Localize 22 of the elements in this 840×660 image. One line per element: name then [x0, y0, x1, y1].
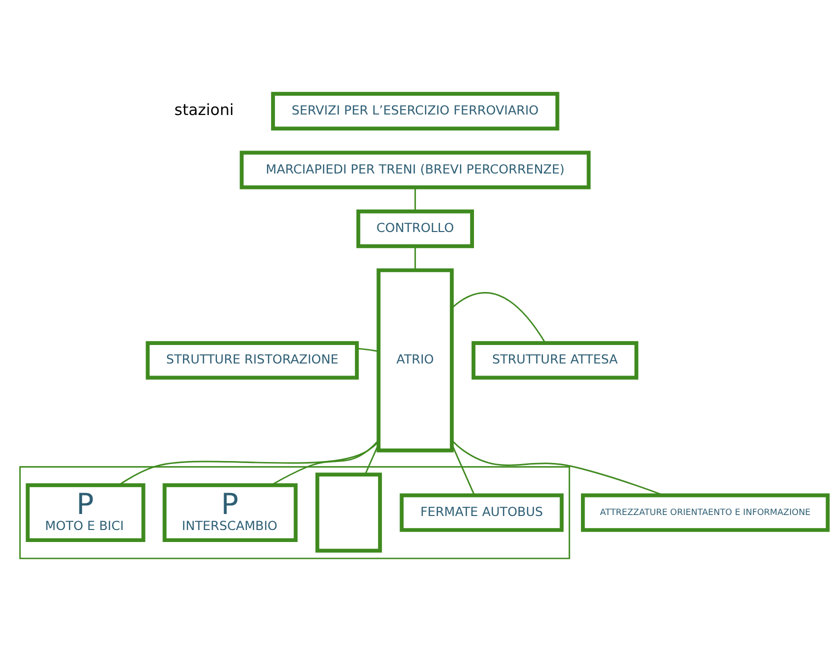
connector	[414, 246, 416, 270]
connector	[364, 444, 380, 475]
node-box: STRUTTURE ATTESA	[472, 341, 638, 380]
connector	[452, 440, 664, 496]
node-box: ATTREZZATURE ORIENTAENTO E INFORMAZIONE	[580, 493, 830, 532]
connector	[414, 187, 416, 212]
connector	[118, 441, 380, 486]
node-box: FERMATE AUTOBUS	[400, 493, 564, 532]
node-box: P INTERSCAMBIO	[162, 483, 298, 542]
connector	[451, 444, 476, 496]
node-box: STRUTTURE RISTORAZIONE	[146, 341, 359, 380]
node-box: P MOTO E BICI	[26, 483, 146, 542]
label: stazioni	[174, 100, 234, 119]
cluster	[19, 466, 570, 560]
connector	[271, 440, 379, 486]
connector	[356, 348, 378, 352]
node-box: CONTROLLO	[356, 210, 474, 248]
node-box	[315, 472, 382, 553]
node-box: ATRIO	[376, 268, 454, 452]
node-box: SERVIZI PER L’ESERCIZIO FERROVIARIO	[271, 92, 560, 130]
node-box: MARCIAPIEDI PER TRENI (BREVI PERCORRENZE)	[240, 150, 591, 190]
connector	[452, 292, 546, 344]
